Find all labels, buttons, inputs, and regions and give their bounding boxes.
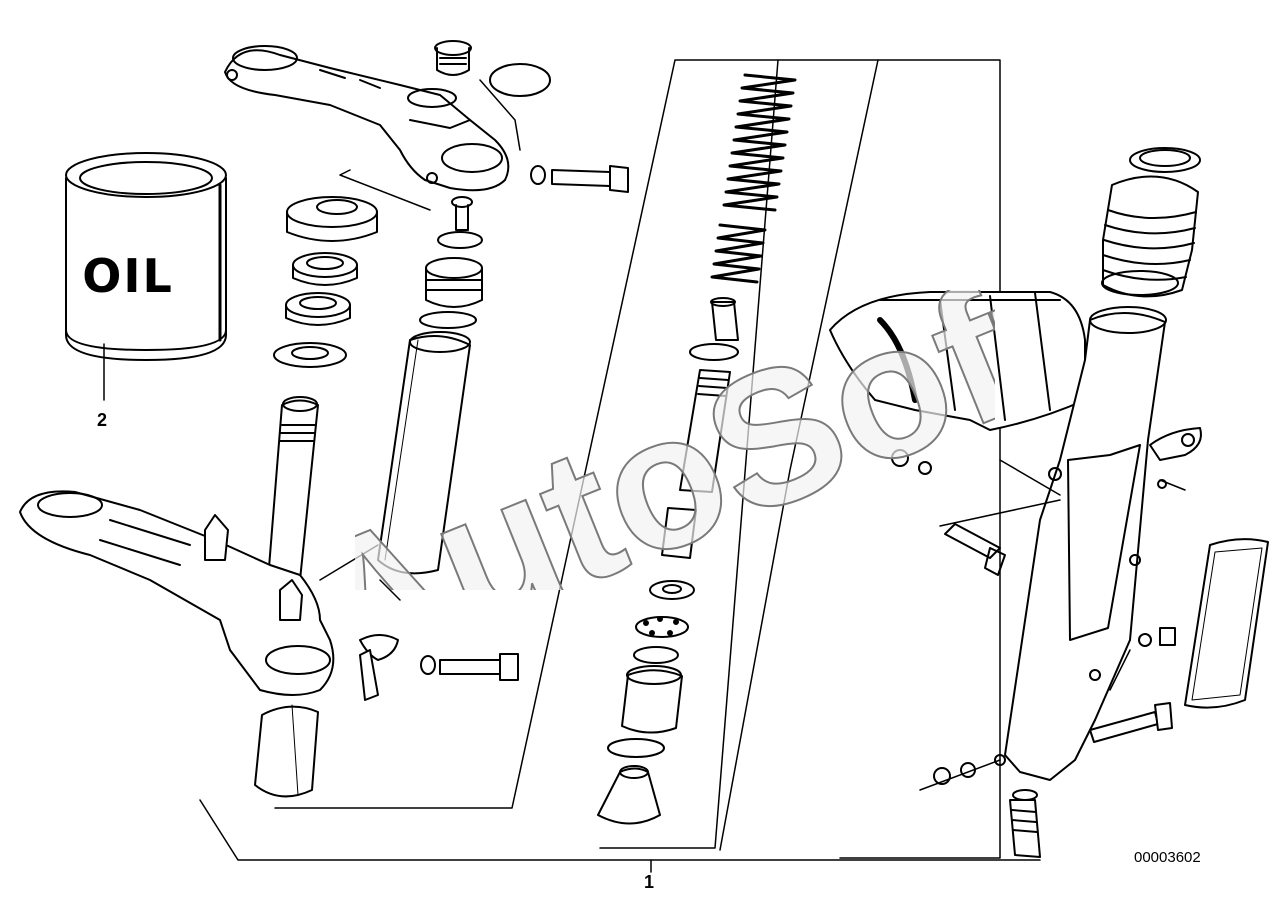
bearing-lower: [285, 292, 351, 326]
cover-cap: [489, 63, 551, 97]
center-washers: [607, 580, 695, 758]
bottom-cone: [597, 765, 661, 825]
slider-sleeve: [254, 704, 319, 798]
adjusting-nut: [286, 196, 378, 242]
lower-pinch-bolt: [359, 634, 519, 701]
short-spring: [710, 223, 767, 284]
lower-triple-clamp: [19, 490, 335, 696]
assembly-bracket-lines: [199, 59, 1041, 873]
callout-1: 1: [644, 872, 655, 892]
mudguard: [829, 291, 1086, 431]
damper-assembly: [419, 196, 483, 329]
fork-gaiter: [1101, 175, 1199, 298]
top-plug: [434, 40, 472, 76]
oil-can-label: OIL: [82, 249, 174, 303]
fork-slider: [994, 306, 1202, 781]
callout-2: 2: [97, 410, 108, 430]
slider-leader-lines: [919, 459, 1186, 791]
slider-fasteners: [891, 449, 1176, 858]
oil-can: OIL: [65, 152, 227, 361]
dust-seal: [273, 342, 347, 368]
upper-ring: [1129, 147, 1201, 173]
main-spring: [722, 73, 797, 212]
upper-triple-clamp: [224, 45, 510, 192]
steering-stem: [267, 396, 319, 581]
fork-tube: [377, 331, 471, 575]
upper-pinch-bolt: [530, 165, 629, 193]
drawing-number: 00003602: [1134, 849, 1201, 866]
damper-rod: [661, 297, 739, 559]
damper-bushing: [621, 665, 683, 734]
bearing-upper: [292, 252, 358, 286]
reflector: [1184, 538, 1269, 709]
